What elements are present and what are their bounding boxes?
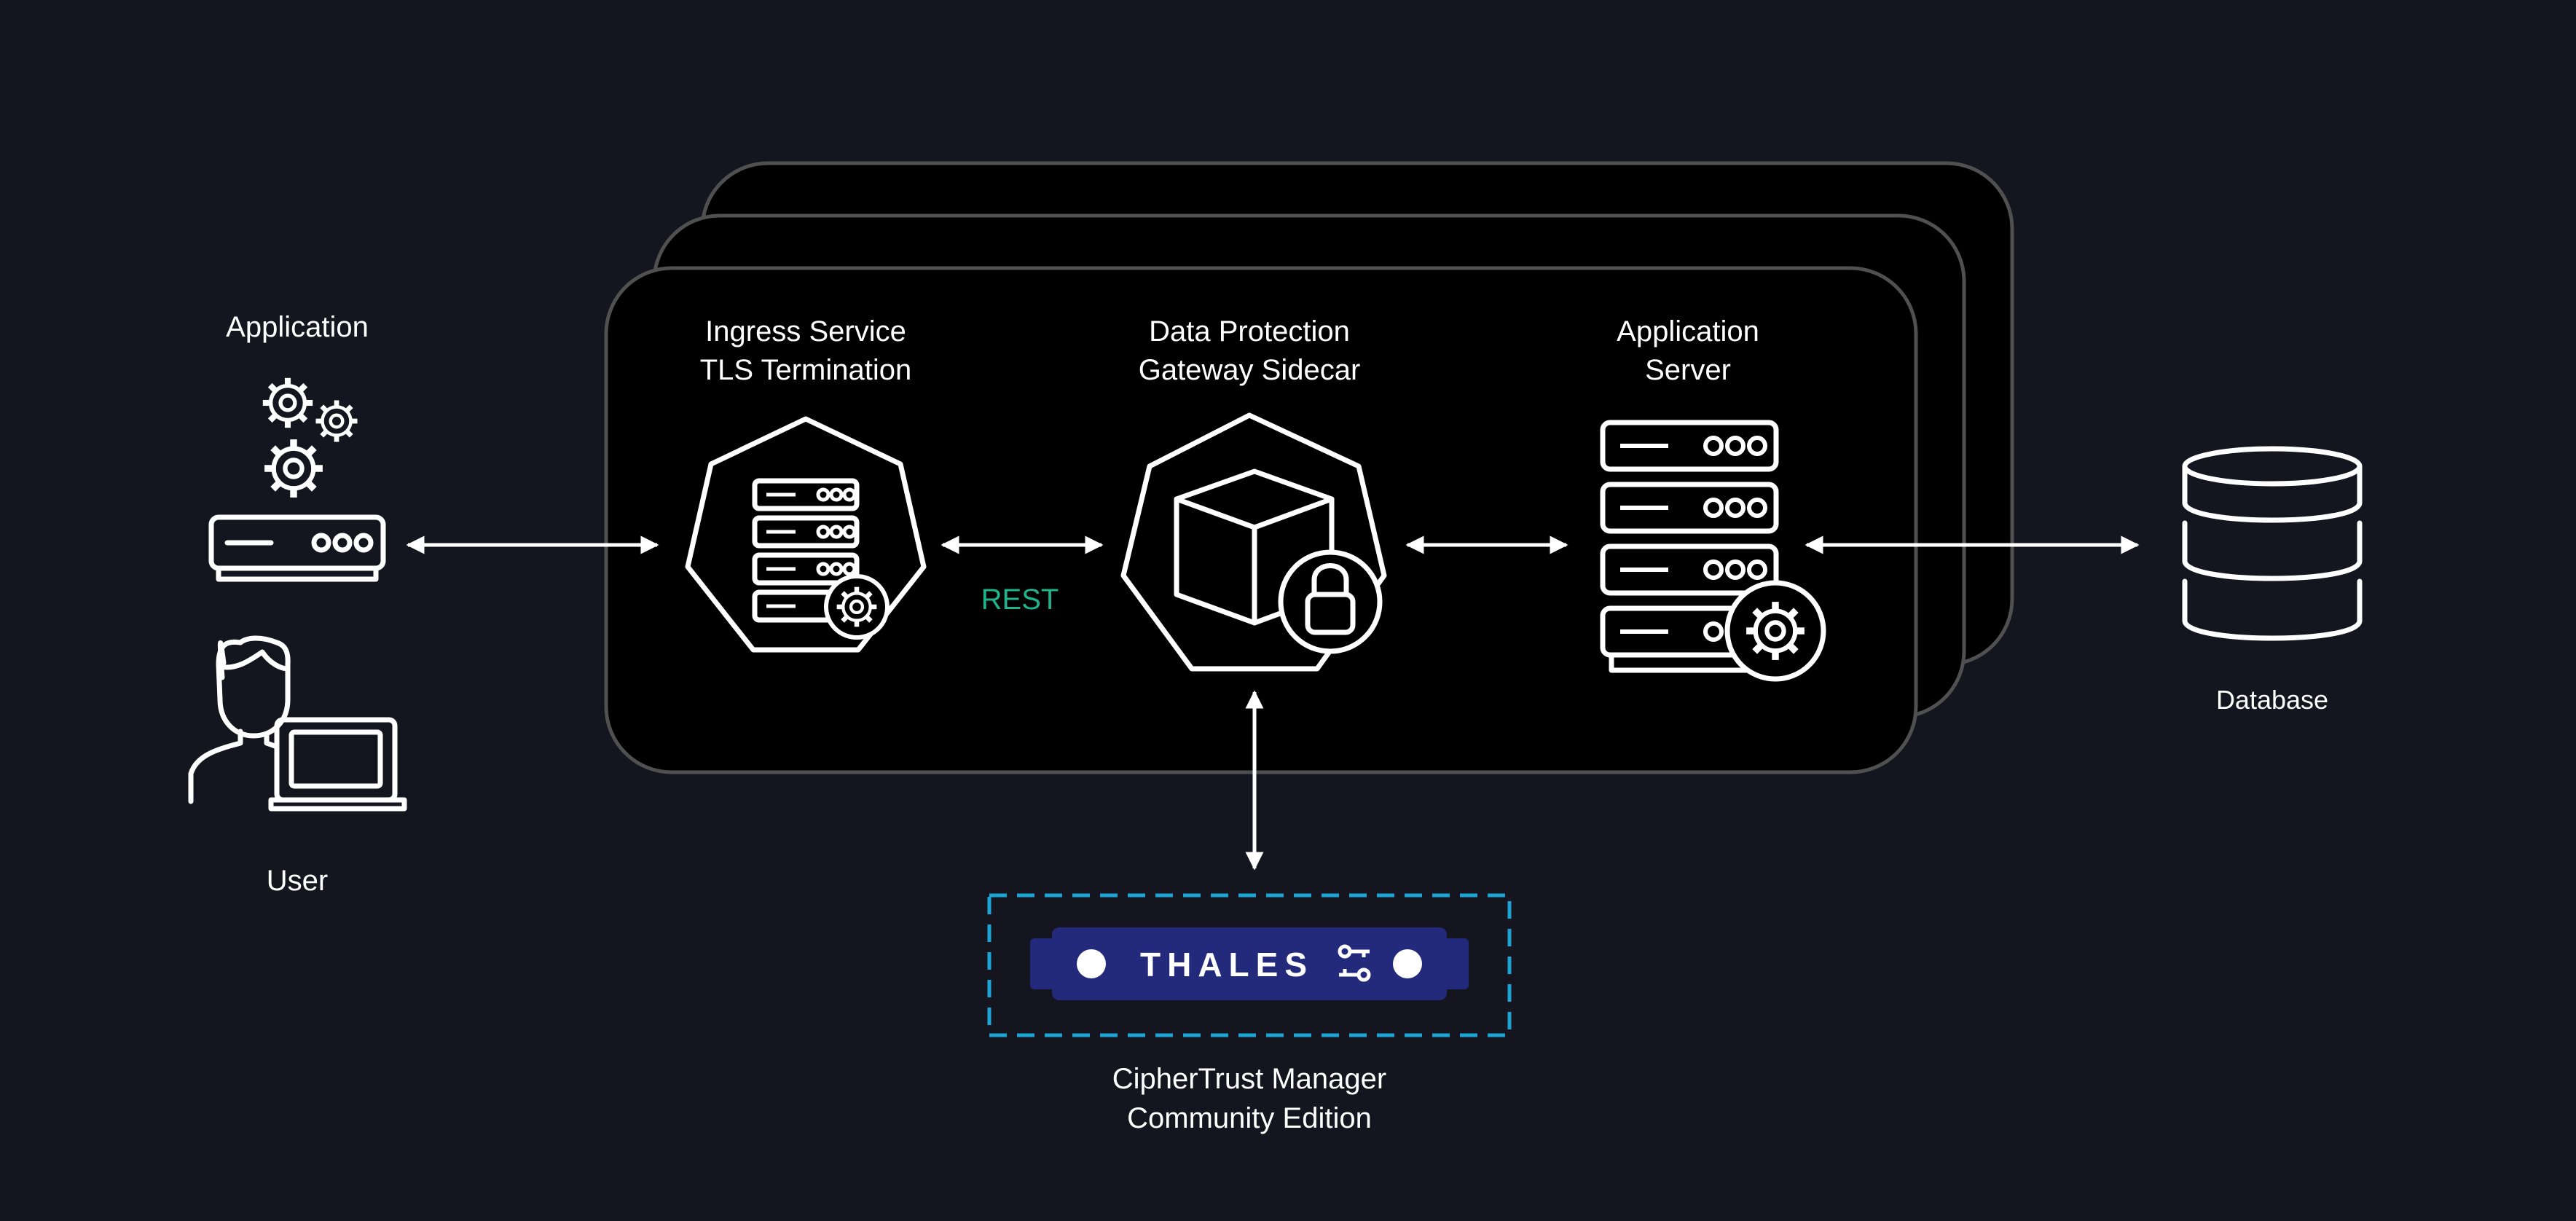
app-server-label-line2: Server: [1645, 354, 1731, 386]
database-label: Database: [2216, 685, 2328, 715]
heptagon-icon: [685, 416, 927, 653]
application-node: Application: [208, 311, 386, 582]
server-rack-gear-icon: [752, 478, 890, 640]
lock-icon: [1278, 549, 1383, 654]
ingress-label-line2: TLS Termination: [700, 354, 912, 386]
heptagon-icon: [1120, 412, 1387, 672]
app-server-label-line1: Application: [1617, 315, 1759, 348]
person-laptop-icon: [188, 635, 407, 812]
pod-stack: [604, 161, 2014, 774]
app-server-node: Application Server: [1600, 315, 1826, 682]
gateway-label-line2: Gateway Sidecar: [1139, 354, 1361, 386]
ctm-node: THALES CipherTrust Manager Community Edi…: [987, 893, 1512, 1134]
ingress-node: Ingress Service TLS Termination: [685, 315, 927, 653]
thales-brand: THALES: [1140, 946, 1313, 984]
gears-icon: [263, 378, 358, 498]
database-node: Database: [2182, 446, 2363, 715]
ingress-label-line1: Ingress Service: [705, 315, 906, 348]
rest-label: REST: [981, 584, 1059, 616]
connections: REST: [406, 535, 2140, 871]
user-node: User: [188, 635, 407, 897]
gateway-node: Data Protection Gateway Sidecar: [1120, 315, 1387, 672]
keys-icon: [1338, 944, 1371, 982]
application-label: Application: [226, 311, 369, 343]
gateway-label-line1: Data Protection: [1149, 315, 1350, 348]
user-label: User: [267, 865, 328, 897]
ctm-label-line2: Community Edition: [1127, 1102, 1372, 1134]
thales-appliance-icon: THALES: [1030, 927, 1469, 1000]
database-icon: [2182, 446, 2363, 641]
server-appliance-icon: [208, 514, 386, 582]
ctm-label-line1: CipherTrust Manager: [1112, 1063, 1386, 1095]
ctm-dashed-border: [987, 893, 1512, 1037]
server-rack-gear-icon: [1600, 420, 1826, 682]
